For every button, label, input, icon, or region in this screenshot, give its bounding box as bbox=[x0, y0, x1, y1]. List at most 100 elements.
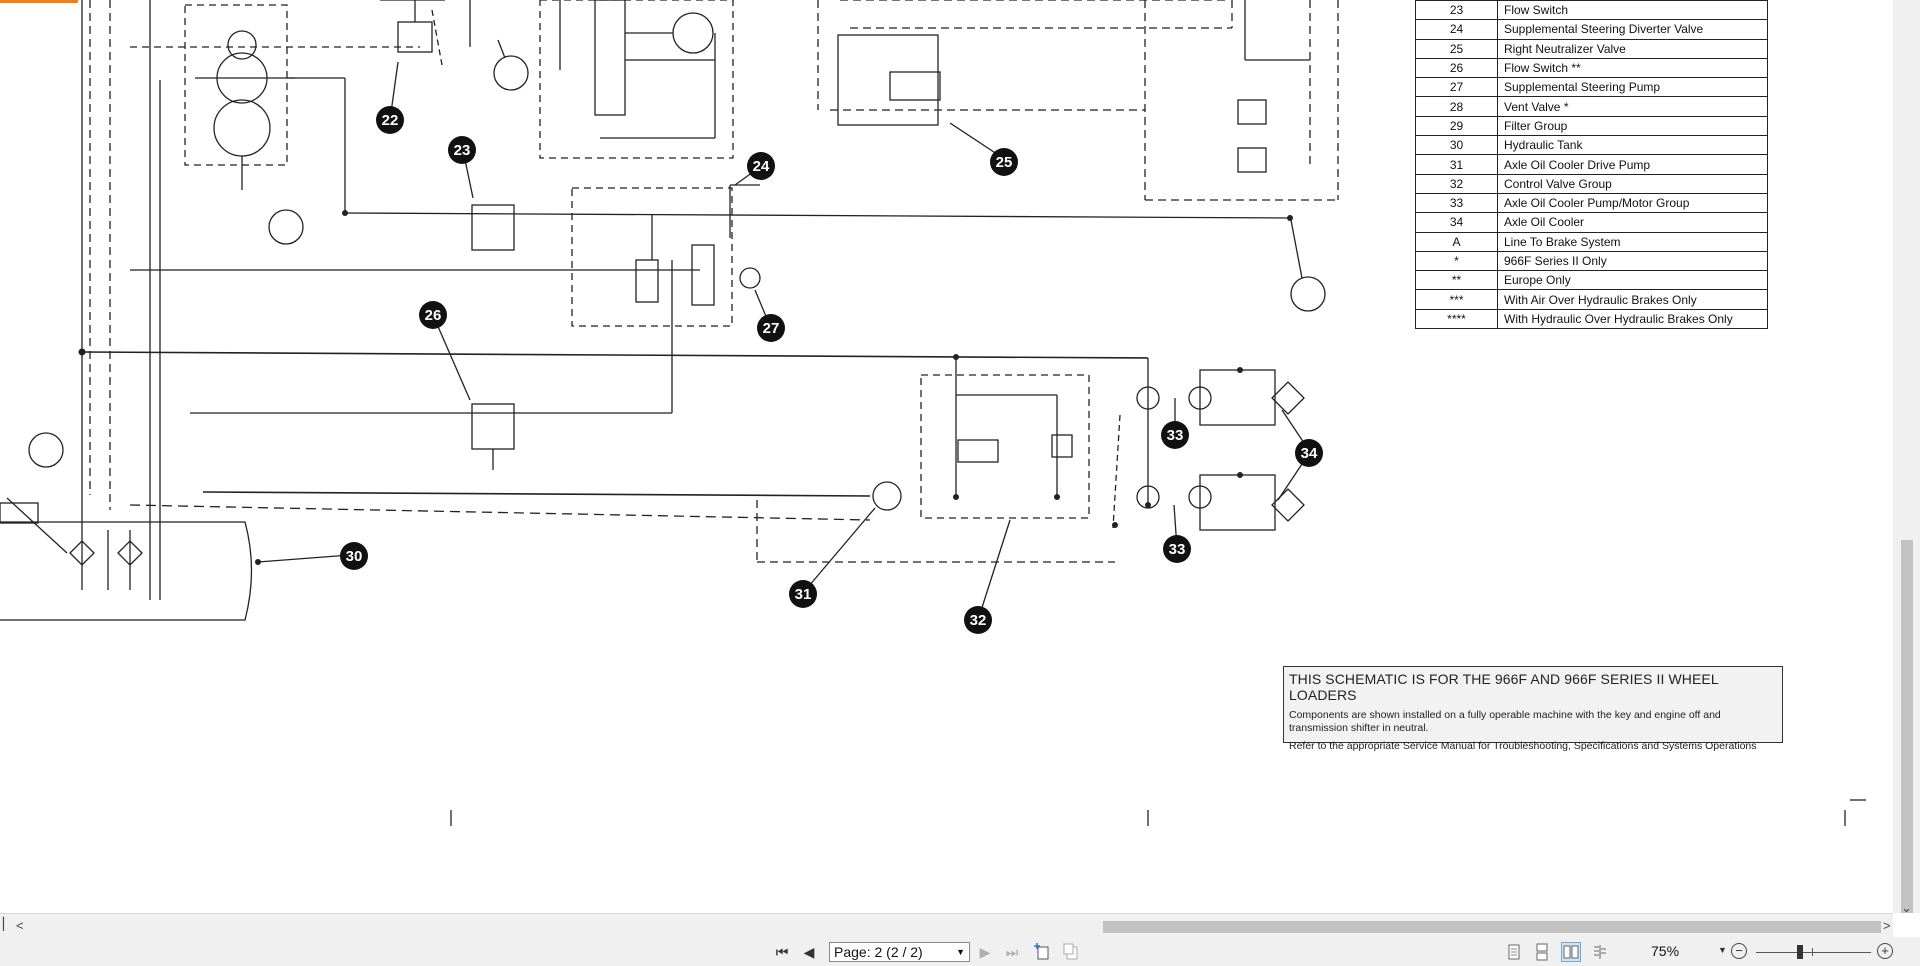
legend-description: Vent Valve * bbox=[1497, 96, 1768, 117]
legend-description: Flow Switch ** bbox=[1497, 57, 1768, 79]
delete-page-icon[interactable] bbox=[1062, 943, 1080, 961]
legend-description: With Air Over Hydraulic Brakes Only bbox=[1497, 289, 1768, 310]
book-view-icon[interactable] bbox=[1591, 943, 1609, 961]
zoom-slider-midmark bbox=[1812, 948, 1813, 956]
legend-description: 966F Series II Only bbox=[1497, 250, 1768, 272]
zoom-level[interactable]: 75% bbox=[1651, 943, 1680, 959]
horizontal-scroll-thumb[interactable] bbox=[1103, 921, 1881, 933]
callout-33-upper: 33 bbox=[1161, 421, 1189, 449]
legend-description: Axle Oil Cooler Drive Pump bbox=[1497, 154, 1768, 175]
legend-code: 34 bbox=[1415, 212, 1498, 233]
svg-text:23: 23 bbox=[454, 142, 471, 159]
legend-code: 26 bbox=[1415, 57, 1498, 79]
svg-text:33: 33 bbox=[1167, 427, 1184, 444]
two-page-view-icon[interactable] bbox=[1561, 942, 1581, 962]
legend-description: Line To Brake System bbox=[1497, 231, 1768, 252]
svg-text:26: 26 bbox=[425, 307, 442, 324]
legend-description: Supplemental Steering Diverter Valve bbox=[1497, 19, 1768, 40]
svg-text:30: 30 bbox=[346, 548, 363, 565]
zoom-out-icon[interactable]: − bbox=[1731, 943, 1747, 959]
legend-description: Right Neutralizer Valve bbox=[1497, 38, 1768, 59]
callout-34: 34 bbox=[1295, 439, 1323, 467]
legend-description: Axle Oil Cooler Pump/Motor Group bbox=[1497, 192, 1768, 214]
callout-27: 27 bbox=[757, 314, 785, 342]
callout-32: 32 bbox=[964, 606, 992, 634]
legend-description: Axle Oil Cooler bbox=[1497, 212, 1768, 233]
legend-code: 29 bbox=[1415, 115, 1498, 137]
svg-text:27: 27 bbox=[763, 320, 780, 337]
status-bar: ⏮ ◀ Page: 2 (2 / 2) ▼ ▶ ⏭ 75% ▼ − + bbox=[0, 937, 1920, 966]
callout-30: 30 bbox=[340, 542, 368, 570]
legend-code: 25 bbox=[1415, 38, 1498, 59]
legend-row: **Europe Only bbox=[1415, 270, 1768, 291]
scroll-right-icon[interactable]: > bbox=[1883, 918, 1891, 933]
legend-code: A bbox=[1415, 231, 1498, 252]
schematic-note-box: THIS SCHEMATIC IS FOR THE 966F AND 966F … bbox=[1283, 666, 1783, 752]
single-page-view-icon[interactable] bbox=[1505, 943, 1523, 961]
callout-26: 26 bbox=[419, 301, 447, 329]
legend-code: *** bbox=[1415, 289, 1498, 310]
legend-description: Flow Switch bbox=[1497, 0, 1768, 21]
previous-page-icon[interactable]: ◀ bbox=[803, 944, 815, 960]
svg-text:25: 25 bbox=[996, 154, 1013, 171]
page-selector[interactable]: Page: 2 (2 / 2) ▼ bbox=[829, 942, 970, 962]
horizontal-scrollbar[interactable]: ▏ < > bbox=[0, 913, 1893, 938]
legend-code: 31 bbox=[1415, 154, 1498, 175]
legend-row: *966F Series II Only bbox=[1415, 250, 1768, 272]
callout-24: 24 bbox=[747, 152, 775, 180]
legend-code: 28 bbox=[1415, 96, 1498, 117]
next-page-icon[interactable]: ▶ bbox=[979, 944, 991, 960]
app-accent-tab bbox=[0, 0, 78, 3]
svg-text:33: 33 bbox=[1169, 541, 1186, 558]
svg-text:34: 34 bbox=[1301, 445, 1318, 462]
scroll-down-icon[interactable]: ⌄ bbox=[1901, 900, 1912, 915]
zoom-in-icon[interactable]: + bbox=[1877, 943, 1893, 959]
note-line-2: Refer to the appropriate Service Manual … bbox=[1289, 740, 1757, 752]
legend-code: ** bbox=[1415, 270, 1498, 291]
legend-description: Supplemental Steering Pump bbox=[1497, 77, 1768, 98]
legend-code: 27 bbox=[1415, 77, 1498, 98]
legend-description: Filter Group bbox=[1497, 115, 1768, 137]
vertical-scroll-thumb[interactable] bbox=[1901, 540, 1913, 913]
note-line-1: Components are shown installed on a full… bbox=[1289, 709, 1721, 734]
insert-page-icon[interactable] bbox=[1033, 943, 1051, 961]
legend-row: ***With Air Over Hydraulic Brakes Only bbox=[1415, 289, 1768, 310]
vertical-scrollbar[interactable]: ⌄ bbox=[1893, 0, 1920, 915]
legend-code: 30 bbox=[1415, 135, 1498, 156]
zoom-slider-thumb[interactable] bbox=[1797, 945, 1803, 959]
callout-33-lower: 33 bbox=[1163, 535, 1191, 563]
legend-code: 33 bbox=[1415, 192, 1498, 214]
scroll-left-icon[interactable]: < bbox=[16, 918, 24, 933]
zoom-dropdown-icon[interactable]: ▼ bbox=[1718, 945, 1727, 955]
note-title: THIS SCHEMATIC IS FOR THE 966F AND 966F … bbox=[1289, 671, 1719, 703]
legend-description: Hydraulic Tank bbox=[1497, 135, 1768, 156]
svg-text:31: 31 bbox=[795, 586, 812, 603]
page-selector-label: Page: 2 (2 / 2) bbox=[834, 944, 923, 960]
legend-code: **** bbox=[1415, 308, 1498, 330]
last-page-icon[interactable]: ⏭ bbox=[1005, 944, 1019, 960]
legend-code: 24 bbox=[1415, 19, 1498, 40]
first-page-icon[interactable]: ⏮ bbox=[775, 944, 789, 960]
legend-description: Control Valve Group bbox=[1497, 173, 1768, 194]
chevron-down-icon: ▼ bbox=[956, 947, 965, 957]
legend-code: 32 bbox=[1415, 173, 1498, 194]
legend-description: With Hydraulic Over Hydraulic Brakes Onl… bbox=[1497, 308, 1768, 330]
legend-row: ****With Hydraulic Over Hydraulic Brakes… bbox=[1415, 308, 1768, 330]
legend-code: * bbox=[1415, 250, 1498, 272]
zoom-slider-track[interactable] bbox=[1756, 952, 1871, 953]
scroll-split-icon: ▏ bbox=[3, 917, 13, 931]
continuous-view-icon[interactable] bbox=[1533, 943, 1551, 961]
callout-25: 25 bbox=[990, 148, 1018, 176]
